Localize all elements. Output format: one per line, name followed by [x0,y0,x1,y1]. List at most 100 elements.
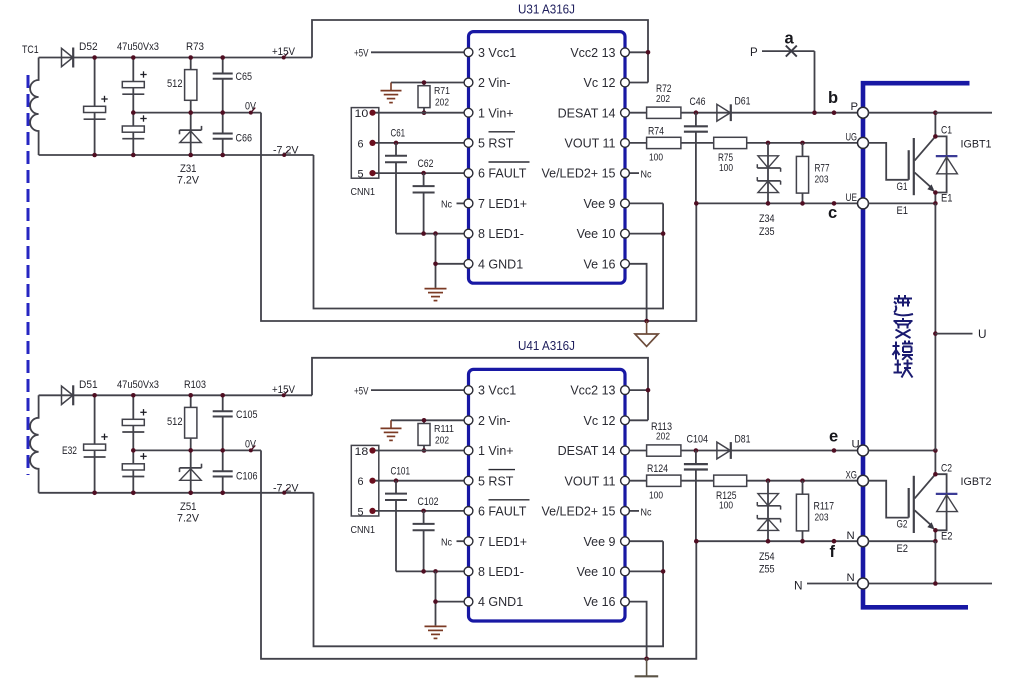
svg-text:G1: G1 [897,181,908,193]
svg-text:1 Vin+: 1 Vin+ [478,106,514,120]
svg-text:DESAT 14: DESAT 14 [558,106,616,120]
svg-text:C65: C65 [236,71,253,83]
svg-text:a: a [785,30,795,48]
svg-text:CNN1: CNN1 [351,524,376,536]
svg-text:b: b [828,89,838,107]
svg-text:5: 5 [358,506,364,518]
svg-text:512: 512 [167,416,183,428]
svg-text:0V: 0V [245,438,257,450]
svg-text:+5V: +5V [354,48,369,60]
svg-text:1 Vin+: 1 Vin+ [478,444,514,458]
svg-text:3 Vcc1: 3 Vcc1 [478,384,516,398]
svg-text:7.2V: 7.2V [177,512,200,524]
svg-text:203: 203 [815,512,829,524]
svg-text:C105: C105 [236,409,258,421]
svg-text:C2: C2 [941,462,952,474]
svg-text:5: 5 [358,169,364,181]
svg-text:2 Vin-: 2 Vin- [478,414,510,428]
svg-text:-7.2V: -7.2V [273,145,299,157]
svg-text:Vcc2 13: Vcc2 13 [570,384,615,398]
svg-text:Z35: Z35 [759,226,775,238]
svg-text:R103: R103 [184,379,206,391]
svg-text:Nc: Nc [441,536,452,548]
svg-text:R117: R117 [814,500,835,512]
svg-text:6: 6 [358,138,364,150]
svg-text:f: f [830,543,836,561]
svg-text:C104: C104 [687,434,709,446]
svg-text:R124: R124 [647,463,668,475]
svg-text:c: c [828,204,837,222]
svg-text:Vee 10: Vee 10 [577,227,616,241]
svg-text:E1: E1 [941,193,953,205]
svg-text:100: 100 [649,152,663,164]
svg-text:Z54: Z54 [759,551,775,563]
svg-text:Vee 10: Vee 10 [577,565,616,579]
svg-text:UE: UE [846,192,858,204]
svg-text:Ve 16: Ve 16 [584,595,616,609]
svg-text:4 GND1: 4 GND1 [478,257,523,271]
svg-text:202: 202 [656,93,670,105]
svg-text:U41 A316J: U41 A316J [518,339,575,353]
svg-text:E1: E1 [897,205,909,217]
svg-text:47u50Vx3: 47u50Vx3 [117,41,159,53]
svg-text:-7.2V: -7.2V [273,482,299,494]
svg-text:0V: 0V [245,101,257,113]
svg-text:C106: C106 [236,470,258,482]
svg-text:C61: C61 [391,128,406,140]
svg-text:R72: R72 [656,83,672,95]
svg-text:P: P [851,101,859,113]
svg-text:Vee 9: Vee 9 [584,535,616,549]
svg-text:R73: R73 [186,41,204,53]
svg-text:Ve 16: Ve 16 [584,257,616,271]
svg-text:Z51: Z51 [180,501,197,513]
svg-text:Vc 12: Vc 12 [584,414,616,428]
svg-text:C62: C62 [418,158,434,170]
svg-text:R71: R71 [434,85,450,97]
svg-text:C1: C1 [941,125,952,137]
svg-text:8 LED1-: 8 LED1- [478,227,524,241]
svg-text:6 FAULT: 6 FAULT [478,167,527,181]
svg-text:IGBT2: IGBT2 [961,476,992,488]
svg-text:6 FAULT: 6 FAULT [478,505,527,519]
svg-text:Z31: Z31 [180,163,197,175]
svg-text:R74: R74 [648,125,664,137]
svg-text:202: 202 [435,97,449,109]
svg-text:TC1: TC1 [22,44,39,56]
svg-text:DESAT 14: DESAT 14 [558,444,616,458]
svg-text:6: 6 [358,476,364,488]
svg-text:D51: D51 [79,379,98,391]
svg-text:U: U [978,327,987,341]
svg-text:CNN1: CNN1 [351,186,376,198]
svg-text:202: 202 [435,434,449,446]
svg-text:2 Vin-: 2 Vin- [478,76,510,90]
svg-text:Nc: Nc [641,169,652,181]
svg-text:D52: D52 [79,41,98,53]
svg-text:G2: G2 [897,519,908,531]
svg-text:3 Vcc1: 3 Vcc1 [478,46,516,60]
svg-text:Z34: Z34 [759,213,775,225]
svg-text:C46: C46 [690,96,706,108]
svg-text:XG: XG [846,469,858,481]
svg-text:E32: E32 [62,445,77,457]
svg-text:R111: R111 [434,423,454,435]
svg-text:Vc 12: Vc 12 [584,76,616,90]
svg-text:UG: UG [846,132,858,144]
svg-text:R125: R125 [716,490,737,502]
svg-text:Vee 9: Vee 9 [584,197,616,211]
svg-text:7 LED1+: 7 LED1+ [478,197,527,211]
svg-text:100: 100 [649,489,663,501]
svg-text:U31 A316J: U31 A316J [518,3,575,17]
svg-text:10: 10 [355,108,369,120]
svg-text:202: 202 [656,431,670,443]
svg-text:+15V: +15V [272,384,296,396]
svg-text:C102: C102 [418,496,439,508]
svg-text:P: P [750,47,758,59]
svg-text:8 LED1-: 8 LED1- [478,565,524,579]
svg-text:5 RST: 5 RST [478,474,514,488]
svg-text:100: 100 [719,162,733,174]
svg-text:100: 100 [719,500,733,512]
svg-text:N: N [794,578,803,592]
svg-text:Nc: Nc [441,199,452,211]
svg-text:R77: R77 [815,163,830,175]
svg-text:U: U [852,439,860,451]
